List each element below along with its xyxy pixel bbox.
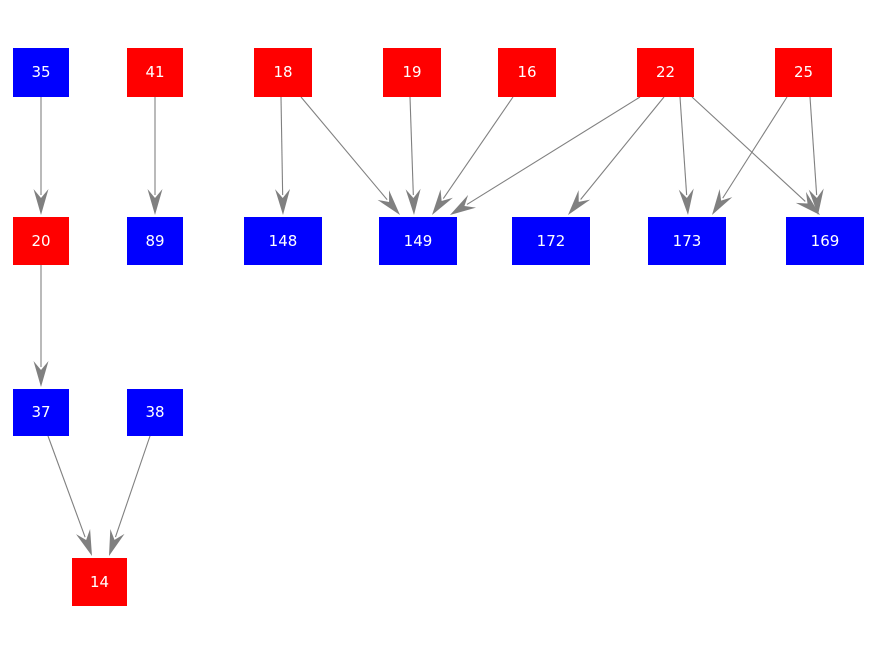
graph-node-19[interactable]: 19 xyxy=(383,48,441,97)
graph-edge xyxy=(678,96,694,215)
graph-node-172[interactable]: 172 xyxy=(512,217,590,265)
graph-node-label: 173 xyxy=(672,231,702,250)
edge-arrowhead xyxy=(33,361,49,387)
edge-line xyxy=(580,96,665,200)
graph-node-label: 38 xyxy=(145,403,165,421)
graph-node-35[interactable]: 35 xyxy=(13,48,69,97)
graph-edge xyxy=(432,96,514,215)
graph-node-20[interactable]: 20 xyxy=(13,217,69,265)
edge-line xyxy=(722,96,788,199)
graph-node-89[interactable]: 89 xyxy=(127,217,183,265)
graph-node-149[interactable]: 149 xyxy=(379,217,457,265)
graph-edge xyxy=(275,96,291,215)
graph-edge xyxy=(47,435,92,556)
edge-arrowhead xyxy=(147,189,163,215)
graph-node-169[interactable]: 169 xyxy=(786,217,864,265)
graph-node-label: 172 xyxy=(536,231,566,250)
edge-arrowhead xyxy=(275,188,291,215)
graph-edge xyxy=(568,96,665,215)
edge-line xyxy=(409,96,414,196)
graph-edge xyxy=(450,96,641,215)
edge-arrowhead xyxy=(568,190,591,215)
graph-node-label: 19 xyxy=(402,63,422,81)
graph-node-41[interactable]: 41 xyxy=(127,48,183,97)
graph-node-label: 14 xyxy=(89,572,110,591)
edge-line xyxy=(466,96,641,205)
graph-edge xyxy=(712,96,788,215)
edge-line xyxy=(809,96,818,196)
graph-node-label: 41 xyxy=(145,63,165,81)
graph-node-148[interactable]: 148 xyxy=(244,217,322,265)
edge-line xyxy=(679,96,688,196)
graph-node-22[interactable]: 22 xyxy=(637,48,694,97)
graph-edge xyxy=(33,265,49,387)
edge-arrowhead xyxy=(109,528,125,556)
edge-arrowhead xyxy=(377,190,400,215)
graph-edge xyxy=(691,96,820,215)
graph-node-label: 16 xyxy=(517,63,537,81)
edge-line xyxy=(300,96,388,201)
edge-arrowhead xyxy=(678,188,694,215)
edge-arrowhead xyxy=(808,188,824,215)
graph-node-173[interactable]: 173 xyxy=(648,217,726,265)
graph-node-18[interactable]: 18 xyxy=(254,48,312,97)
graph-node-label: 149 xyxy=(403,231,433,250)
graph-node-label: 169 xyxy=(810,231,840,250)
graph-node-16[interactable]: 16 xyxy=(498,48,556,97)
edge-arrowhead xyxy=(795,191,820,215)
graph-node-label: 18 xyxy=(273,63,293,81)
edge-arrowhead xyxy=(76,529,92,556)
graph-edge xyxy=(109,435,151,556)
graph-node-label: 25 xyxy=(793,63,814,81)
edge-line xyxy=(114,435,151,538)
edge-arrowhead xyxy=(450,194,477,215)
graph-edge xyxy=(808,96,824,215)
graph-node-label: 148 xyxy=(268,231,298,250)
graph-node-label: 20 xyxy=(31,231,51,250)
graph-node-label: 37 xyxy=(31,403,51,421)
edge-arrowhead xyxy=(712,189,733,215)
graph-node-label: 22 xyxy=(655,63,676,81)
edge-arrowhead xyxy=(432,189,453,215)
edge-line xyxy=(442,96,514,199)
graph-edge xyxy=(300,96,400,215)
graph-edge xyxy=(405,96,421,215)
graph-edge xyxy=(147,97,163,215)
graph-node-14[interactable]: 14 xyxy=(72,558,127,606)
graph-node-label: 35 xyxy=(31,63,51,81)
graph-node-25[interactable]: 25 xyxy=(775,48,832,97)
edge-line xyxy=(280,96,284,196)
graph-node-label: 89 xyxy=(145,231,165,250)
graph-node-37[interactable]: 37 xyxy=(13,389,69,436)
edge-line xyxy=(47,435,86,538)
graph-edge xyxy=(33,97,49,215)
graph-node-38[interactable]: 38 xyxy=(127,389,183,436)
edge-arrowhead xyxy=(405,188,421,215)
edge-arrowhead xyxy=(33,189,49,215)
edge-line xyxy=(691,96,806,202)
